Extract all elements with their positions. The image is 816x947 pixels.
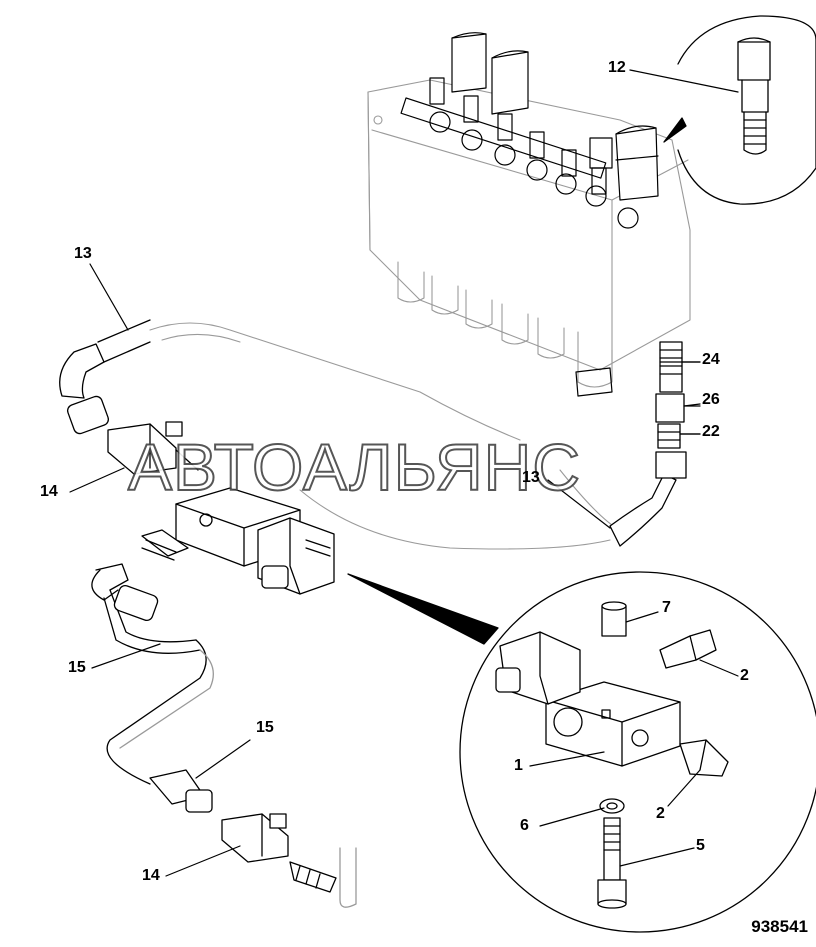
detail-circle-12 xyxy=(629,15,816,205)
callout-26: 26 xyxy=(702,391,720,408)
figure-number: 938541 xyxy=(751,917,808,936)
detail-circle-valve-block xyxy=(459,571,816,933)
pump-valve-row xyxy=(400,32,659,397)
pipe-13 xyxy=(149,322,641,550)
solenoid-valve-assembly xyxy=(107,421,335,595)
callout-14-upper: 14 xyxy=(40,483,58,500)
injection-pump xyxy=(367,79,691,388)
callout-6: 6 xyxy=(520,817,529,834)
callout-12: 12 xyxy=(608,59,626,76)
callout-2-upper: 2 xyxy=(740,667,749,684)
detail-pointer xyxy=(347,573,499,645)
callout-1: 1 xyxy=(514,757,523,774)
callout-24: 24 xyxy=(702,351,720,368)
callout-7: 7 xyxy=(662,599,671,616)
callout-2-lower: 2 xyxy=(656,805,665,822)
callout-5: 5 xyxy=(696,837,705,854)
detail-valve-block xyxy=(495,601,729,909)
callout-22: 22 xyxy=(702,423,720,440)
pipe-15 xyxy=(91,529,214,813)
callout-13-right: 13 xyxy=(522,469,540,486)
callout-15-upper: 15 xyxy=(68,659,86,676)
pipe-13-fittings xyxy=(59,319,677,547)
callout-13-upper: 13 xyxy=(74,245,92,262)
callout-14-lower: 14 xyxy=(142,867,160,884)
leader-lines xyxy=(69,263,739,877)
tee-14-lower xyxy=(221,813,357,908)
callout-15-lower: 15 xyxy=(256,719,274,736)
fittings-24-26-22 xyxy=(655,341,701,479)
watermark-text: АВТОАЛЬЯНС xyxy=(127,430,581,504)
